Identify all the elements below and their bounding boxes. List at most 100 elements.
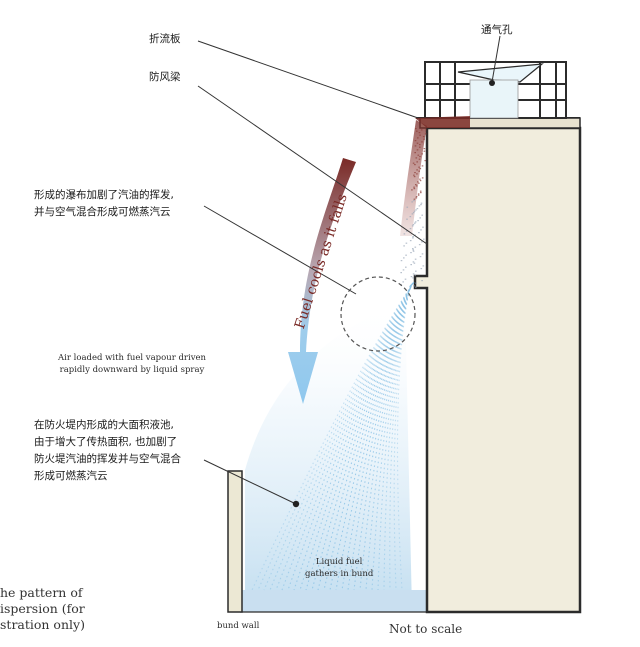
fuel-droplet [418,170,420,172]
fuel-droplet [424,160,426,162]
fuel-droplet [419,180,422,182]
vent-box [469,79,519,119]
fuel-droplet [411,213,414,215]
fuel-droplet [417,220,419,222]
fuel-droplet [415,196,418,198]
liquid-fuel-line: gathers in bund [305,569,374,579]
fuel-droplet [421,241,423,243]
fuel-cools-arrow [288,158,356,404]
fuel-droplet [415,185,418,187]
leader-vent-dot [489,80,495,86]
fuel-droplet [410,264,412,266]
fuel-droplet [421,214,423,216]
pattern-caption: he pattern of ispersion (for stration on… [0,585,85,633]
fuel-droplet [412,237,414,239]
vent-label: 通气孔 [481,24,513,36]
fuel-droplet [419,178,421,180]
fuel-droplet [413,176,416,178]
fuel-droplet [412,249,414,251]
fuel-droplet [411,201,413,203]
fuel-droplet [414,172,416,174]
fuel-droplet [414,222,416,224]
fuel-droplet [415,270,417,272]
fuel-droplet [410,252,412,254]
leader-lines [197,35,501,505]
fuel-droplet [415,128,417,130]
fuel-droplet [417,181,419,183]
fuel-droplet [409,240,412,242]
spray-streak [305,283,414,591]
fuel-droplet [412,277,414,279]
fuel-droplet [402,281,404,283]
fuel-droplet [414,258,417,260]
fuel-droplet [424,133,427,135]
fuel-droplet [406,206,409,208]
fuel-droplet [423,150,426,152]
spray-streak [396,285,411,591]
fuel-droplet [403,245,405,247]
fuel-droplet [412,248,414,250]
fuel-droplet [414,246,417,248]
fuel-droplet [421,141,423,143]
fuel-droplet [418,182,420,184]
bund-pool-line: 在防火堤内形成的大面积液池, [34,419,174,431]
fuel-droplet [418,158,421,160]
fuel-droplet [423,238,425,240]
pattern-caption-line: he pattern of [0,585,83,600]
fuel-droplet [403,233,406,235]
tank-body [413,126,582,614]
leader-baffle [197,40,419,119]
fuel-droplet [413,200,415,202]
fuel-droplet [423,138,425,140]
fuel-droplet [421,280,423,282]
fuel-droplet [412,212,415,214]
fuel-droplet [413,262,416,264]
fuel-droplet [420,202,423,204]
fuel-droplet [413,186,415,188]
fuel-droplet [415,286,417,288]
cascade-note: 形成的瀑布加剧了汽油的挥发, 并与空气混合形成可燃蒸汽云 [34,187,174,221]
fuel-droplet [412,236,414,238]
liquid-spray [251,281,415,591]
fuel-droplet [420,204,422,206]
fuel-droplet [421,253,424,255]
fuel-droplet [413,188,416,190]
fuel-droplet [416,208,419,210]
fuel-droplet [417,154,420,156]
fuel-droplet [405,266,407,268]
spray-streak [323,283,413,591]
fuel-droplet [413,285,415,287]
fuel-droplet [413,198,416,200]
fuel-droplet [416,149,419,151]
fuel-droplet [422,226,424,228]
fuel-droplet [419,168,422,170]
fuel-droplet [400,272,402,274]
spray-streak [353,284,412,591]
fuel-droplet [403,257,405,259]
fuel-droplet [419,144,421,146]
spray-streak [299,283,414,591]
not-to-scale-label: Not to scale [389,622,463,636]
fuel-droplet [405,254,407,256]
fuel-droplet [422,136,425,138]
fuel-droplet [417,193,420,195]
fuel-droplet [413,174,415,176]
leader-pool-dot [292,500,300,508]
fuel-droplet [414,140,417,142]
fuel-droplet [412,162,415,164]
fuel-droplet [414,274,416,276]
fuel-droplet [419,156,421,158]
pattern-caption-line: stration only) [0,617,85,632]
fuel-droplet [418,166,420,168]
fuel-droplet [414,145,417,147]
fuel-droplet [420,268,423,270]
bund-pool-line: 形成可燃蒸汽云 [34,470,108,482]
spray-streak [383,285,412,591]
cascade-note-line: 并与空气混合形成可燃蒸汽云 [34,206,171,218]
fuel-droplet [415,197,418,199]
spray-streak [317,283,413,591]
fuel-droplet [416,173,418,175]
fuel-droplet [415,282,417,284]
